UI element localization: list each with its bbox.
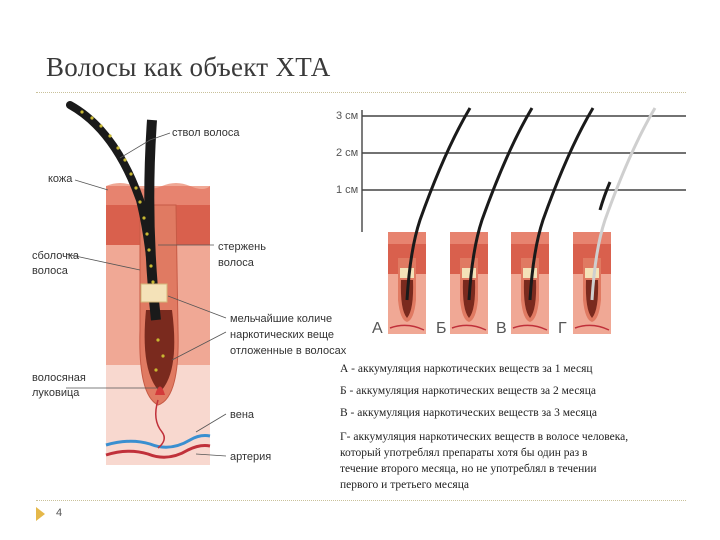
stage-panel-d <box>573 107 657 334</box>
label-shaft: ствол волоса <box>172 127 240 139</box>
label-artery: артерия <box>230 451 272 463</box>
hair-bulb <box>144 310 175 392</box>
legend-b: Б - аккумуляция наркотических веществ за… <box>340 385 596 397</box>
slide-arrow-icon <box>36 507 45 521</box>
label-skin: кожа <box>48 173 73 185</box>
stage-label-c: В <box>496 320 507 337</box>
artery-vessel <box>105 444 211 459</box>
label-core-2: волоса <box>218 257 254 269</box>
skin-layer-top <box>106 186 210 208</box>
stage-panel-c <box>511 107 595 334</box>
gland-band <box>140 283 168 303</box>
legend-d-line3: течение второго месяца, но не употреблял… <box>340 463 597 475</box>
stage-panel-a <box>388 107 472 334</box>
title-rule <box>36 92 686 93</box>
label-particles-1: мельчайшие количе <box>230 313 333 325</box>
scale-label-2cm: 2 см <box>336 147 359 159</box>
page-number: 4 <box>56 507 63 519</box>
capillary <box>155 399 165 449</box>
drug-particles <box>80 110 165 372</box>
legend-d-line2: который употреблял препараты хотя бы оди… <box>340 447 588 459</box>
label-particles-3: отложенные в волосах <box>230 345 347 357</box>
label-particles-2: наркотических веще <box>230 329 335 341</box>
stage-label-a: А <box>372 320 383 337</box>
label-follicle-2: луковица <box>32 387 80 399</box>
label-sheath-2: волоса <box>32 265 68 277</box>
label-core-1: стержень <box>218 241 266 253</box>
legend-d-line4: первого и третьего месяца <box>340 479 469 491</box>
scale-label-3cm: 3 см <box>336 110 359 122</box>
dermal-papilla <box>155 386 165 395</box>
legend-c: В - аккумуляция наркотических веществ за… <box>340 407 598 419</box>
stage-label-d: Г <box>558 320 567 337</box>
legend-a: А - аккумуляция наркотических веществ за… <box>340 363 593 375</box>
stage-panel-b <box>450 107 534 334</box>
scale-label-1cm: 1 см <box>336 184 359 196</box>
footer-rule <box>36 500 686 501</box>
legend-d-line1: Г- аккумуляция наркотических веществ в в… <box>340 431 629 443</box>
label-sheath-1: сболочка <box>32 250 79 262</box>
stage-label-b: Б <box>436 320 447 337</box>
label-follicle-1: волосяная <box>32 372 86 384</box>
hair-shaft-main <box>66 101 158 304</box>
label-vein: вена <box>230 409 255 421</box>
page-title: Волосы как объект ХТА <box>46 52 331 82</box>
vein-vessel <box>105 434 211 449</box>
